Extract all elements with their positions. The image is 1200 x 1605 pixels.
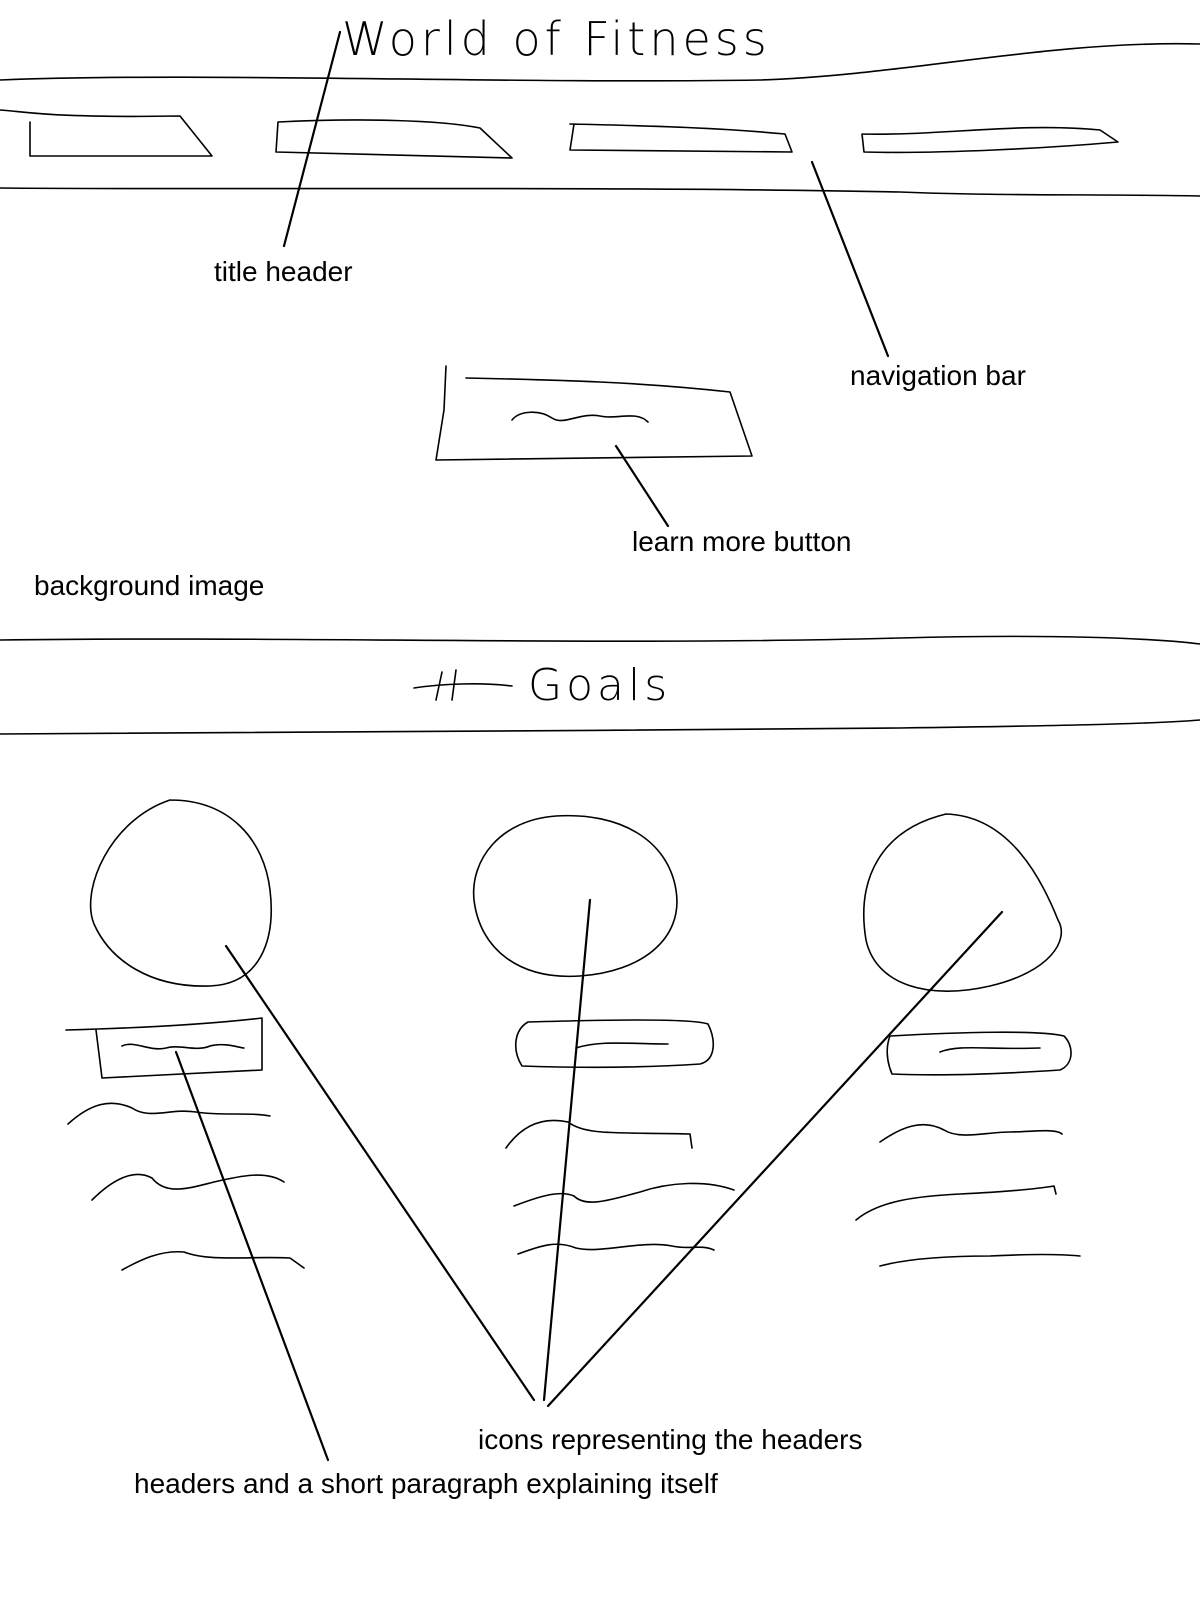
- icons-annotation: icons representing the headers: [478, 1424, 863, 1455]
- section-title: Goals: [528, 660, 672, 711]
- header-bottom-line: [0, 187, 1200, 197]
- goals-bottom-line: [0, 719, 1200, 735]
- nav-tab-3[interactable]: [569, 123, 793, 153]
- goal-header-3: [886, 1031, 1072, 1076]
- site-title: World of Fitness: [342, 12, 771, 66]
- header-top-line: [0, 42, 1200, 82]
- goal-header-2-scribble: [575, 1042, 669, 1049]
- headers-paragraph-annotation: headers and a short paragraph explaining…: [134, 1468, 718, 1499]
- learn-more-button[interactable]: [435, 365, 753, 461]
- goal-header-1-scribble: [121, 1043, 245, 1050]
- icons-pointer-1: [224, 944, 536, 1402]
- goal-paragraph-2-line-3: [517, 1243, 715, 1255]
- navigation-bar-annotation: navigation bar: [850, 360, 1026, 391]
- headers-pointer: [174, 1050, 330, 1462]
- goals-top-line: [0, 635, 1200, 645]
- title-header-annotation: title header: [214, 256, 353, 287]
- goal-icon-2: [472, 814, 678, 978]
- button-pointer: [614, 444, 670, 528]
- goal-paragraph-1-line-3: [121, 1250, 305, 1271]
- goal-paragraph-2-line-1: [505, 1119, 693, 1149]
- goal-paragraph-3-line-3: [879, 1253, 1081, 1267]
- icons-pointer-2: [542, 898, 592, 1402]
- title-header-pointer: [282, 30, 342, 248]
- icons-pointer-3: [546, 910, 1004, 1408]
- goals-hash-scribble: [413, 669, 513, 701]
- goal-paragraph-1-line-2: [91, 1173, 285, 1201]
- goal-paragraph-3-line-2: [855, 1185, 1057, 1221]
- goal-paragraph-3-line-1: [879, 1123, 1063, 1143]
- button-label-scribble: [511, 411, 649, 423]
- nav-bar-pointer: [810, 160, 890, 358]
- nav-tab-4[interactable]: [861, 126, 1119, 154]
- goal-header-3-scribble: [939, 1046, 1041, 1053]
- nav-tab-2[interactable]: [275, 119, 513, 159]
- background-image-annotation: background image: [34, 570, 265, 601]
- goal-icon-1: [89, 799, 272, 987]
- goal-paragraph-2-line-2: [513, 1182, 735, 1207]
- nav-tab-1[interactable]: [0, 109, 213, 157]
- goal-icon-3: [863, 813, 1063, 992]
- goal-header-2: [515, 1019, 715, 1069]
- learn-more-button-annotation: learn more button: [632, 526, 852, 557]
- goal-header-1: [65, 1017, 263, 1079]
- goal-paragraph-1-line-1: [67, 1102, 271, 1125]
